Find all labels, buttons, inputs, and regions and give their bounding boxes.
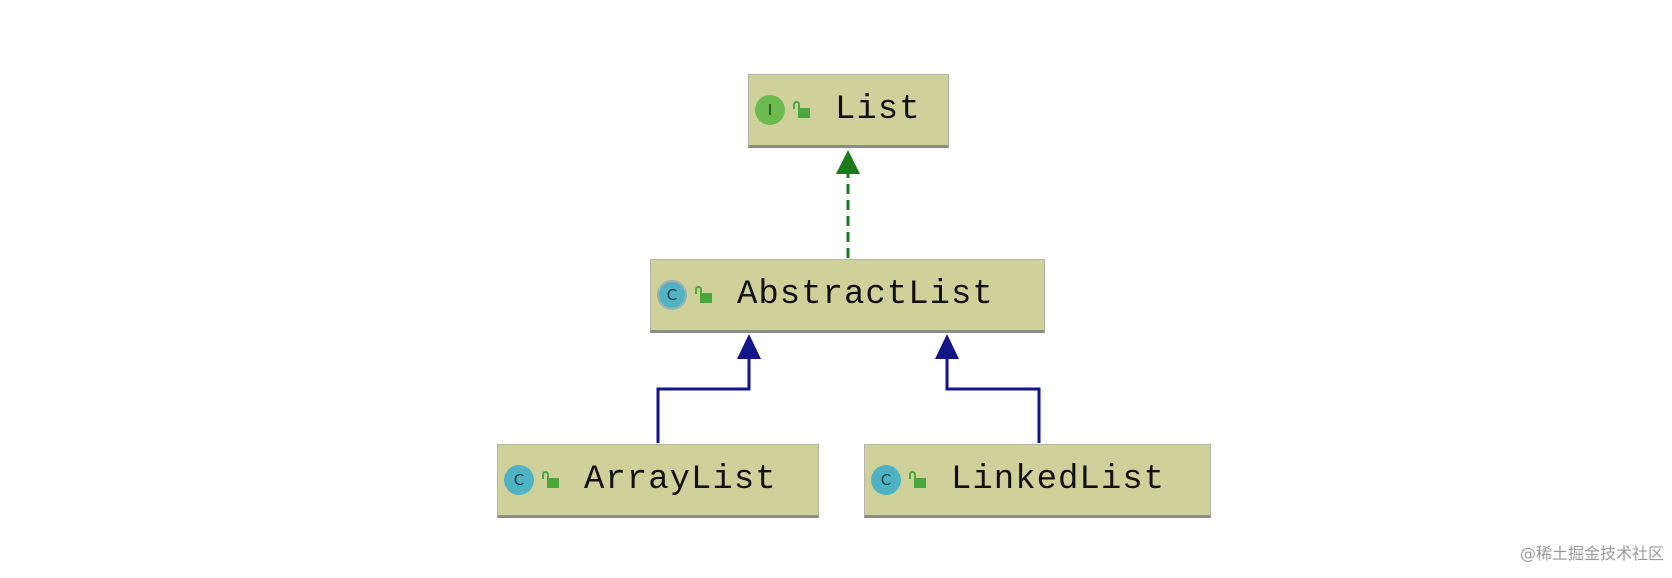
node-linkedlist[interactable]: C LinkedList — [864, 444, 1211, 518]
watermark-text: @稀土掘金技术社区 — [1519, 544, 1664, 563]
edge-linkedlist-extends-abstractlist — [935, 334, 1041, 443]
extends-arrowhead — [935, 334, 959, 359]
interface-icon: I — [755, 95, 785, 125]
node-label: AbstractList — [737, 276, 994, 314]
abstract-class-icon: C — [657, 280, 687, 310]
edge-line — [656, 357, 751, 443]
node-label: LinkedList — [951, 461, 1166, 499]
class-icon: C — [871, 465, 901, 495]
node-abstractlist[interactable]: C AbstractList — [650, 259, 1045, 333]
public-lock-icon — [542, 470, 562, 490]
node-list[interactable]: I List — [748, 74, 949, 148]
public-lock-icon — [793, 100, 813, 120]
implements-arrowhead — [836, 150, 860, 174]
extends-arrowhead — [737, 334, 761, 359]
node-label: ArrayList — [584, 461, 777, 499]
edge-abstractlist-implements-list — [836, 150, 860, 258]
node-arraylist[interactable]: C ArrayList — [497, 444, 819, 518]
edge-arraylist-extends-abstractlist — [656, 334, 761, 443]
public-lock-icon — [695, 285, 715, 305]
public-lock-icon — [909, 470, 929, 490]
node-label: List — [835, 91, 921, 129]
edge-line — [945, 357, 1041, 443]
class-icon: C — [504, 465, 534, 495]
